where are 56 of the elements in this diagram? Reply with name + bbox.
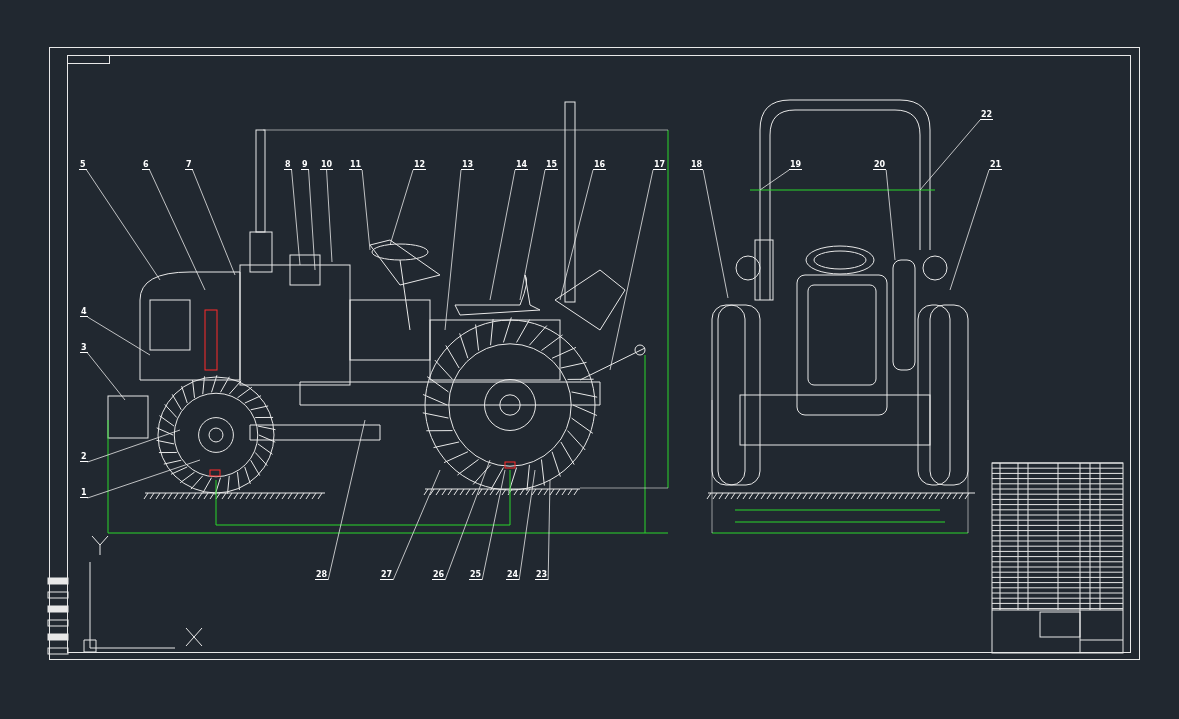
leader-line [389,169,414,246]
callout-number: 4 [80,307,88,317]
callout-number: 13 [461,160,475,170]
callout-number: 8 [284,160,292,170]
leader-line [87,316,151,356]
leader-line [361,169,371,251]
callout-number: 15 [545,160,559,170]
callout-number: 21 [989,160,1003,170]
leader-line [291,169,301,266]
callout-number: 26 [432,570,446,580]
callout-number: 3 [80,343,88,353]
leader-line [559,169,594,301]
callout-number: 20 [873,160,887,170]
callout-number: 16 [593,160,607,170]
callout-number: 7 [185,160,193,170]
leader-line [149,169,206,291]
callout-number: 1 [80,488,88,498]
callout-number: 25 [469,570,483,580]
leader-line [759,169,790,191]
callout-number: 10 [320,160,334,170]
leader-line [327,419,366,581]
callout-number: 23 [535,570,549,580]
leader-line [519,169,546,301]
callout-number: 17 [653,160,667,170]
callout-number: 24 [506,570,520,580]
leader-line [87,459,201,499]
callout-number: 11 [349,160,363,170]
leader-line [326,169,333,263]
callout-number: 5 [79,160,87,170]
leader-line [547,479,551,581]
callout-number: 12 [413,160,427,170]
leader-line [609,169,654,371]
leader-line [481,469,506,581]
leader-line [392,469,441,581]
leader-line [308,169,316,271]
callout-number: 9 [301,160,309,170]
leader-line [702,169,729,299]
callout-number: 18 [690,160,704,170]
callout-number: 14 [515,160,529,170]
callout-number: 28 [315,570,329,580]
leader-line [919,119,981,191]
leader-line [87,429,181,463]
leader-line [87,352,126,401]
leader-line [518,469,536,581]
leader-line [489,169,516,301]
callout-number: 2 [80,452,88,462]
callout-number: 6 [142,160,150,170]
leader-line [444,169,462,331]
callout-number: 22 [980,110,994,120]
leader-line [444,459,491,581]
callout-number: 19 [789,160,803,170]
leader-line [192,169,236,276]
leader-line [86,169,161,281]
callout-number: 27 [380,570,394,580]
leader-line [949,169,990,291]
leader-line [885,169,896,261]
